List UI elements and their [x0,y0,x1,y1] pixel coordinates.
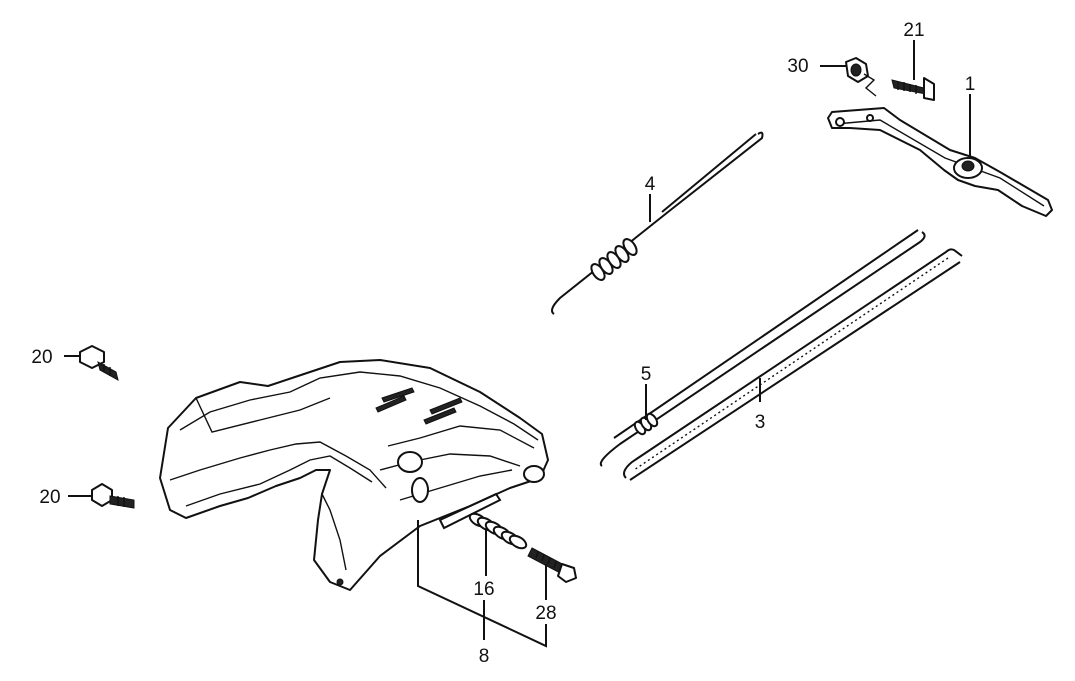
lever-arm [827,107,1053,217]
callout-3: 3 [755,412,766,433]
callout-1: 1 [965,74,976,95]
bolt-upper [79,345,119,381]
callout-16: 16 [473,579,494,600]
spring-rod [551,131,764,315]
control-rod [623,248,963,481]
callout-8: 8 [479,646,490,667]
callout-28: 28 [535,603,556,624]
callout-21: 21 [903,20,924,41]
control-rod-with-spring [599,229,926,467]
callout-20-upper: 20 [31,347,52,368]
callout-4: 4 [645,174,656,195]
screw [891,77,935,101]
callout-5: 5 [641,364,652,385]
main-cover-housing [159,359,549,591]
leader-lines [64,40,971,648]
nut [845,57,877,97]
callout-30: 30 [787,56,808,77]
spring [468,512,528,550]
bolt-long [527,547,577,583]
callout-20-lower: 20 [39,487,60,508]
callout-labels: 21 30 1 4 5 3 20 20 16 28 8 [31,20,975,667]
bolt-lower [91,483,135,509]
